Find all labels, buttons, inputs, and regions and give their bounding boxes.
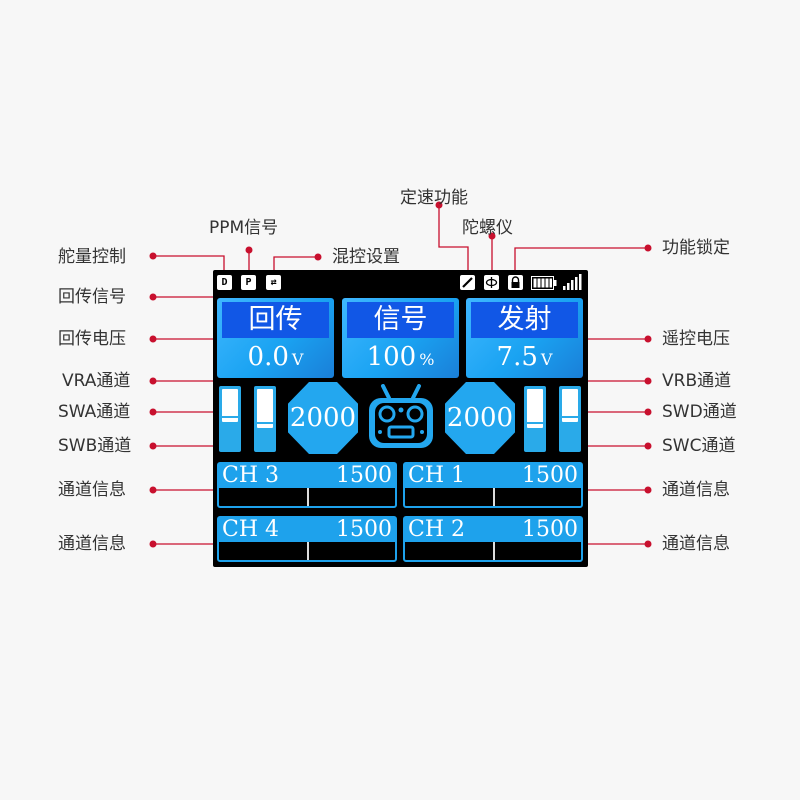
channel-name: CH 1 xyxy=(408,463,466,488)
swb-switch-indicator xyxy=(254,386,276,452)
switch-level-line xyxy=(257,422,273,424)
channel-box-ch1: CH 1 1500 xyxy=(403,462,583,508)
channel-center-tick xyxy=(493,542,495,560)
mix-setting-icon: ⇄ xyxy=(266,275,281,290)
callout-remote-voltage: 遥控电压 xyxy=(662,329,730,349)
callout-swd-channel: SWD通道 xyxy=(662,402,737,422)
channel-value: 1500 xyxy=(522,463,578,488)
callout-rudder-control: 舵量控制 xyxy=(58,247,126,267)
switch-level-line xyxy=(527,422,543,424)
callout-telemetry-signal: 回传信号 xyxy=(58,287,126,307)
callout-channel-info-right-2: 通道信息 xyxy=(662,534,730,554)
callout-mix-setting: 混控设置 xyxy=(332,247,400,267)
channel-name: CH 3 xyxy=(222,463,280,488)
channel-box-ch2: CH 2 1500 xyxy=(403,516,583,562)
channel-center-tick xyxy=(493,488,495,506)
channel-name: CH 2 xyxy=(408,517,466,542)
callout-cruise-function: 定速功能 xyxy=(400,188,468,208)
swb-level xyxy=(257,389,273,428)
leader-cruise xyxy=(438,205,469,276)
callout-gyroscope: 陀螺仪 xyxy=(462,218,513,238)
swd-switch-indicator xyxy=(559,386,581,452)
callout-swb-channel: SWB通道 xyxy=(58,436,132,456)
panel-title-transmitter: 发射 xyxy=(471,302,578,338)
vra-value-display: 2000 xyxy=(288,382,358,454)
swc-switch-indicator xyxy=(524,386,546,452)
panel-title-signal: 信号 xyxy=(347,302,454,338)
signal-strength-panel: 信号 100% xyxy=(342,298,459,378)
channel-center-tick xyxy=(307,488,309,506)
callout-telemetry-voltage: 回传电压 xyxy=(58,329,126,349)
callout-vrb-channel: VRB通道 xyxy=(662,371,732,391)
cruise-icon xyxy=(460,275,475,290)
callout-swc-channel: SWC通道 xyxy=(662,436,736,456)
lock-icon xyxy=(508,275,523,290)
battery-icon xyxy=(531,276,557,290)
channel-box-ch4: CH 4 1500 xyxy=(217,516,397,562)
signal-bars-icon xyxy=(563,274,582,290)
callout-ppm-signal: PPM信号 xyxy=(209,218,279,238)
channel-center-tick xyxy=(307,542,309,560)
transmitter-icon xyxy=(369,384,433,448)
ppm-signal-icon: P xyxy=(241,275,256,290)
callout-function-lock: 功能锁定 xyxy=(662,238,730,258)
swc-level xyxy=(527,389,543,428)
callout-vra-channel: VRA通道 xyxy=(62,371,131,391)
channel-value: 1500 xyxy=(336,517,392,542)
callout-channel-info-left-1: 通道信息 xyxy=(58,480,126,500)
channel-value: 1500 xyxy=(336,463,392,488)
channel-box-ch3: CH 3 1500 xyxy=(217,462,397,508)
panel-title-telemetry: 回传 xyxy=(222,302,329,338)
callout-swa-channel: SWA通道 xyxy=(58,402,131,422)
swa-switch-indicator xyxy=(219,386,241,452)
swa-level xyxy=(222,389,238,422)
gyro-icon xyxy=(484,275,499,290)
swd-level xyxy=(562,389,578,422)
switch-level-line xyxy=(222,416,238,418)
channel-name: CH 4 xyxy=(222,517,280,542)
rudder-control-icon: D xyxy=(217,275,232,290)
callout-channel-info-right-1: 通道信息 xyxy=(662,480,730,500)
channel-value: 1500 xyxy=(522,517,578,542)
switch-level-line xyxy=(562,416,578,418)
signal-strength-value: 100% xyxy=(366,342,435,372)
vrb-value-display: 2000 xyxy=(445,382,515,454)
callout-channel-info-left-2: 通道信息 xyxy=(58,534,126,554)
